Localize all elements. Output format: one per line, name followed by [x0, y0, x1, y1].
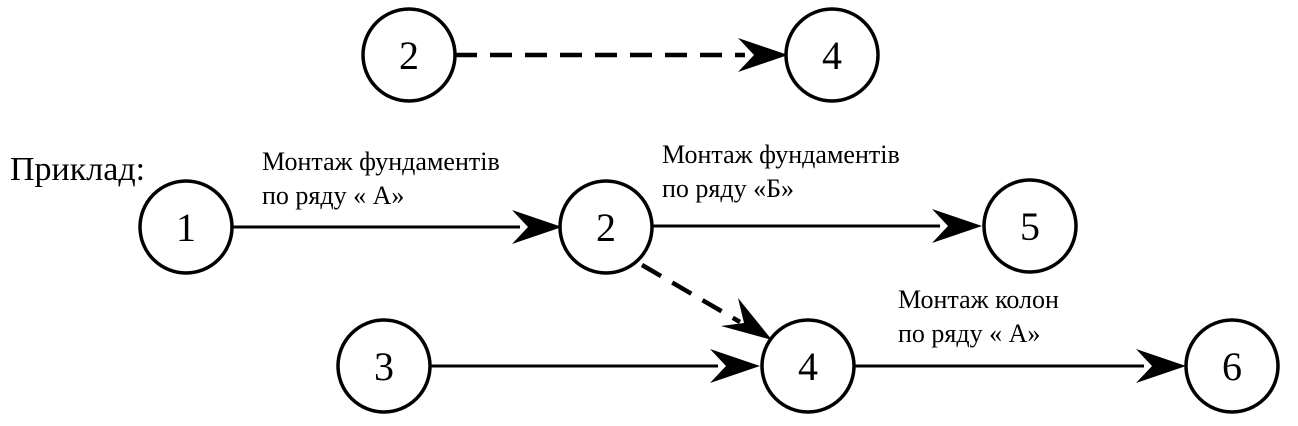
node-3: 3 — [336, 318, 432, 414]
legend-node-to: 4 — [784, 7, 880, 103]
edge-2-4-arrowhead — [721, 298, 772, 340]
node-3-label: 3 — [374, 344, 394, 389]
node-1: 1 — [138, 179, 234, 275]
edge-3-4-arrowhead — [710, 349, 760, 383]
edge-3-4 — [428, 349, 760, 383]
node-4-label: 4 — [798, 344, 818, 389]
edge-4-6-label-line-2: по ряду « А» — [898, 319, 1040, 348]
node-5-label: 5 — [1020, 204, 1040, 249]
edge-2-4-dashed-line — [640, 263, 742, 324]
edge-2-4-dummy — [640, 263, 772, 340]
node-2-label: 2 — [596, 205, 616, 250]
node-1-label: 1 — [176, 205, 196, 250]
edge-2-5-label-line-2: по ряду «Б» — [662, 174, 794, 203]
edge-1-2-label-line-1: Монтаж фундаментів — [262, 147, 500, 176]
edge-2-5: Монтаж фундаментів по ряду «Б» — [650, 140, 982, 243]
node-6-label: 6 — [1222, 344, 1242, 389]
legend-node-from: 2 — [361, 7, 457, 103]
edge-2-5-label-line-1: Монтаж фундаментів — [662, 140, 900, 169]
node-2: 2 — [558, 179, 654, 275]
edge-1-2-arrowhead — [512, 210, 562, 244]
edge-1-2: Монтаж фундаментів по ряду « А» — [232, 147, 562, 244]
edge-4-6-arrowhead — [1136, 349, 1186, 383]
legend-node-to-label: 4 — [822, 33, 842, 78]
legend-node-from-label: 2 — [399, 33, 419, 78]
edge-2-5-arrowhead — [932, 209, 982, 243]
edge-4-6: Монтаж колон по ряду « А» — [854, 285, 1186, 383]
node-6: 6 — [1184, 318, 1280, 414]
node-5: 5 — [982, 178, 1078, 274]
legend-arrowhead — [738, 38, 788, 72]
node-4: 4 — [760, 318, 856, 414]
edge-1-2-label-line-2: по ряду « А» — [262, 181, 404, 210]
edge-4-6-label-line-1: Монтаж колон — [898, 285, 1059, 314]
example-label: Приклад: — [10, 151, 145, 188]
legend-example: 2 4 — [361, 7, 880, 103]
